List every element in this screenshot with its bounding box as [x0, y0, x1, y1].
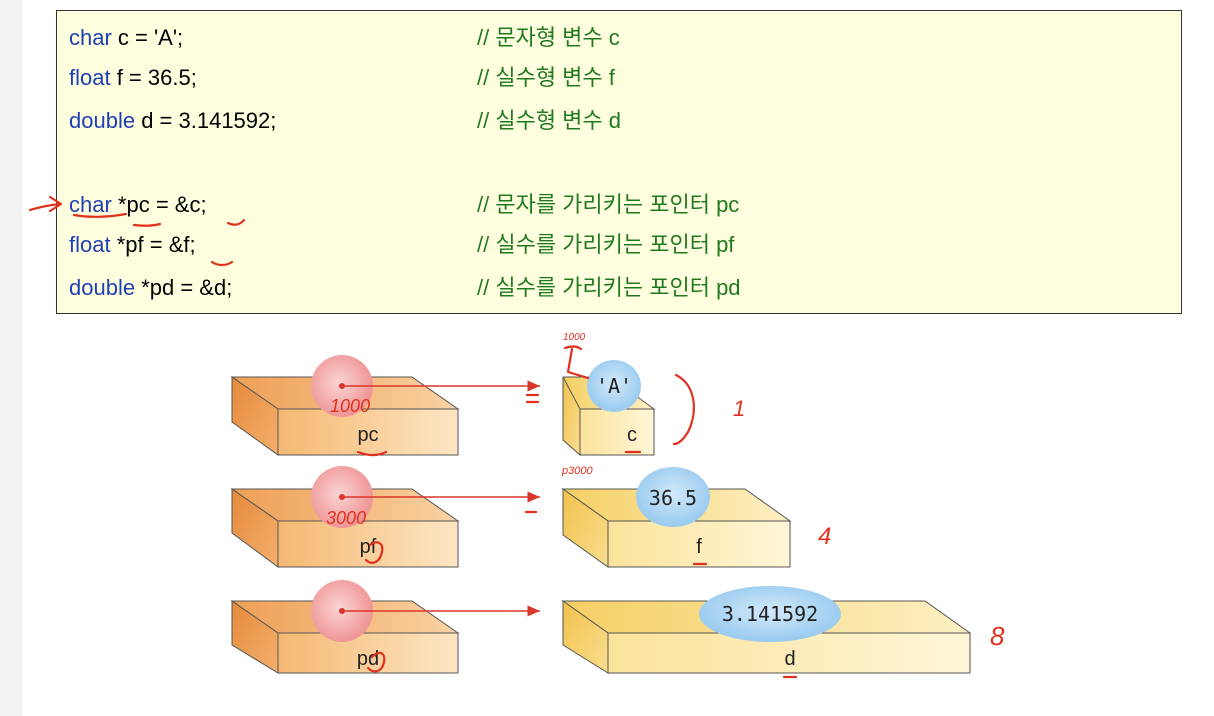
code-comment: // 실수를 가리키는 포인터 pf — [477, 232, 735, 257]
value-label: 3.141592 — [722, 602, 818, 626]
ink-underline — [132, 222, 162, 227]
value-label: 'A' — [596, 374, 632, 398]
code-statement: *pc = &c; — [111, 192, 207, 217]
ink-address-pc: 1000 — [330, 396, 370, 416]
code-line: char *pc = &c; // 문자를 가리키는 포인터 pc — [69, 190, 1169, 220]
pointer-box-pd: pd — [230, 580, 460, 674]
ink-arrow-icon — [28, 195, 63, 213]
type-keyword: double — [69, 108, 136, 133]
code-statement: c = 'A'; — [111, 25, 184, 50]
value-label: 36.5 — [649, 486, 697, 510]
ink-bracket — [563, 345, 590, 380]
variable-box-f: 36.5 f — [561, 467, 792, 568]
ink-size-f: 4 — [818, 523, 831, 550]
ink-underline — [210, 260, 234, 267]
type-keyword: float — [69, 65, 111, 90]
pointer-label: pf — [360, 536, 377, 558]
ink-underline — [356, 450, 388, 457]
value-bubble — [587, 360, 641, 412]
pointer-label: pd — [357, 648, 379, 670]
code-statement: *pd = &d; — [135, 275, 233, 300]
variable-label: c — [627, 424, 637, 446]
variable-box-c: 'A' c — [562, 360, 656, 457]
ink-underline — [72, 212, 128, 218]
ink-address-f: p3000 — [561, 465, 593, 477]
code-line: float f = 36.5; // 실수형 변수 f — [69, 63, 1169, 93]
type-keyword: char — [69, 25, 112, 50]
type-keyword: float — [69, 232, 111, 257]
ink-equals — [525, 393, 540, 404]
ink-size-c: 1 — [733, 396, 745, 421]
ink-bracket — [672, 373, 695, 446]
code-statement: d = 3.141592; — [135, 108, 277, 133]
code-line: char c = 'A'; // 문자형 변수 c — [69, 23, 1169, 53]
code-line: double d = 3.141592; // 실수형 변수 d — [69, 106, 1169, 136]
ink-underline — [226, 218, 246, 226]
variable-box-d: 3.141592 d — [561, 586, 972, 674]
variable-label: f — [696, 536, 702, 558]
ink-size-d: 8 — [990, 621, 1005, 651]
code-comment: // 실수형 변수 d — [477, 108, 621, 133]
handwritten-annotations: 1000 3000 1000 p3000 1 4 8 — [28, 195, 1005, 679]
ink-address-pf: 3000 — [326, 508, 366, 528]
type-keyword: double — [69, 275, 136, 300]
value-bubble — [699, 586, 841, 642]
type-keyword: char — [69, 192, 112, 217]
code-comment: // 실수형 변수 f — [477, 65, 615, 90]
ink-scribble — [366, 651, 386, 673]
code-block: char c = 'A'; // 문자형 변수 c float f = 36.5… — [56, 10, 1182, 314]
code-comment: // 실수를 가리키는 포인터 pd — [477, 275, 741, 300]
ink-address-c: 1000 — [563, 332, 586, 343]
code-statement: f = 36.5; — [110, 65, 197, 90]
variable-label: d — [784, 648, 795, 670]
code-line: double *pd = &d; // 실수를 가리키는 포인터 pd — [69, 273, 1169, 303]
value-bubble — [636, 467, 710, 527]
code-line: float *pf = &f; // 실수를 가리키는 포인터 pf — [69, 230, 1169, 260]
code-statement: *pf = &f; — [110, 232, 196, 257]
pointer-label: pc — [357, 424, 378, 446]
left-margin-strip — [0, 0, 22, 716]
code-comment: // 문자를 가리키는 포인터 pc — [477, 192, 740, 217]
ink-scribble — [364, 541, 384, 564]
code-comment: // 문자형 변수 c — [477, 25, 620, 50]
